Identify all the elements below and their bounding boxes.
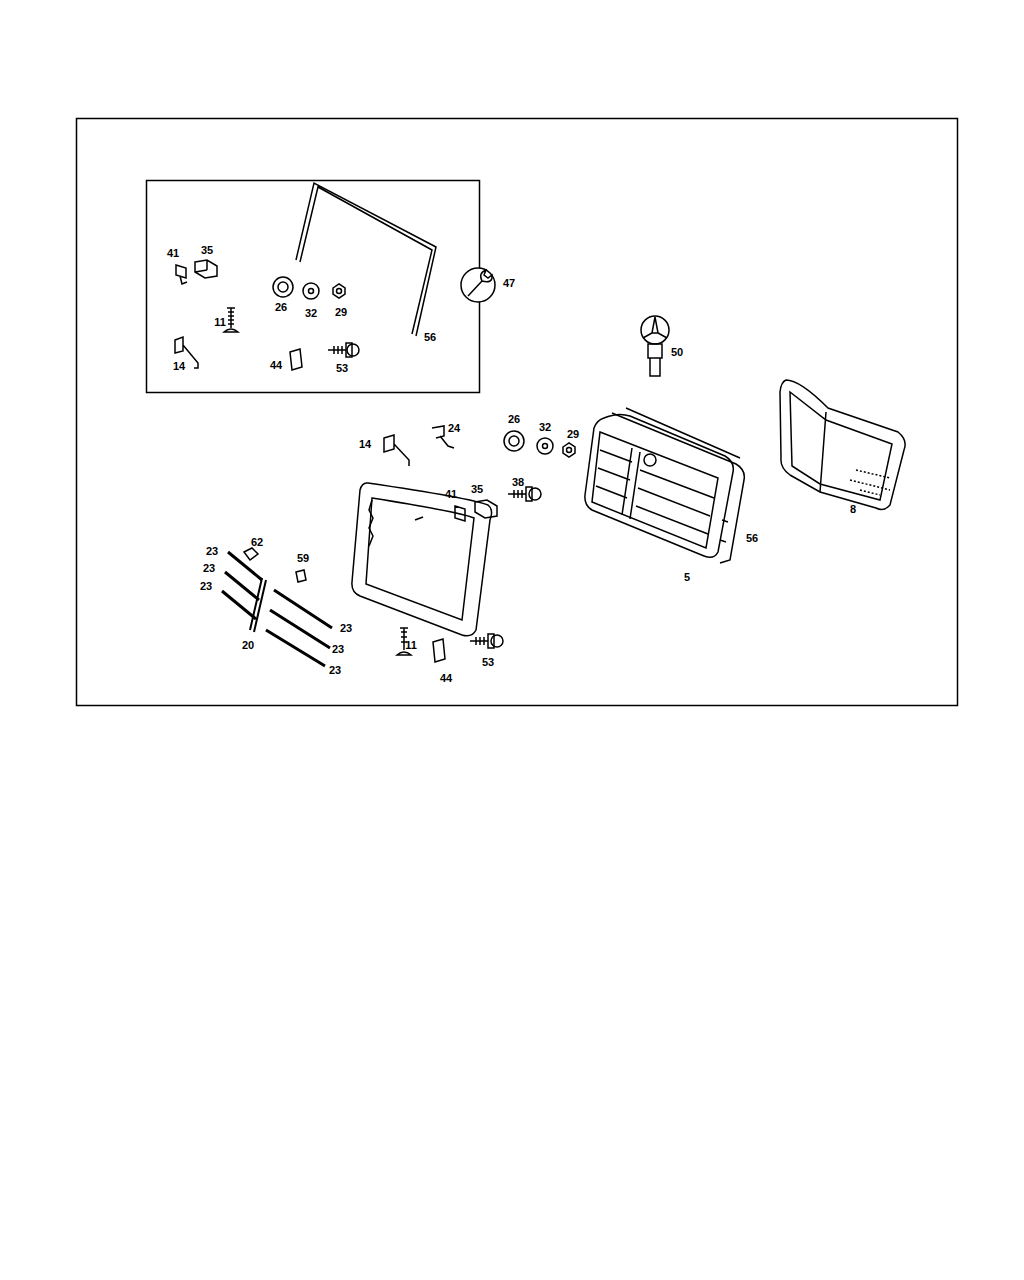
callout-number: 59 <box>297 553 309 564</box>
callout-number: 23 <box>340 623 352 634</box>
callout-number: 14 <box>359 439 371 450</box>
callout-number: 11 <box>214 317 226 328</box>
callout-number: 11 <box>405 640 417 651</box>
callout-number: 29 <box>567 429 579 440</box>
callout-number: 50 <box>671 347 683 358</box>
callout-number: 35 <box>201 245 213 256</box>
callout-number: 44 <box>270 360 282 371</box>
callout-number: 56 <box>424 332 436 343</box>
callout-number: 23 <box>206 546 218 557</box>
callout-number: 62 <box>251 537 263 548</box>
callout-number: 23 <box>329 665 341 676</box>
callout-number: 26 <box>508 414 520 425</box>
callout-number: 53 <box>336 363 348 374</box>
callout-number: 29 <box>335 307 347 318</box>
callout-number: 24 <box>448 423 460 434</box>
callout-number: 32 <box>305 308 317 319</box>
callout-number: 35 <box>471 484 483 495</box>
callout-number: 23 <box>200 581 212 592</box>
callout-number: 47 <box>503 278 515 289</box>
callout-number: 32 <box>539 422 551 433</box>
callout-number: 56 <box>746 533 758 544</box>
callout-number: 5 <box>684 572 690 583</box>
callout-number: 41 <box>167 248 179 259</box>
callout-number: 23 <box>332 644 344 655</box>
callout-number: 41 <box>445 489 457 500</box>
callout-number: 53 <box>482 657 494 668</box>
callout-number: 8 <box>850 504 856 515</box>
callout-number: 44 <box>440 673 452 684</box>
callout-number: 14 <box>173 361 185 372</box>
callout-number: 23 <box>203 563 215 574</box>
callout-number: 38 <box>512 477 524 488</box>
callout-number: 20 <box>242 640 254 651</box>
callout-number: 26 <box>275 302 287 313</box>
